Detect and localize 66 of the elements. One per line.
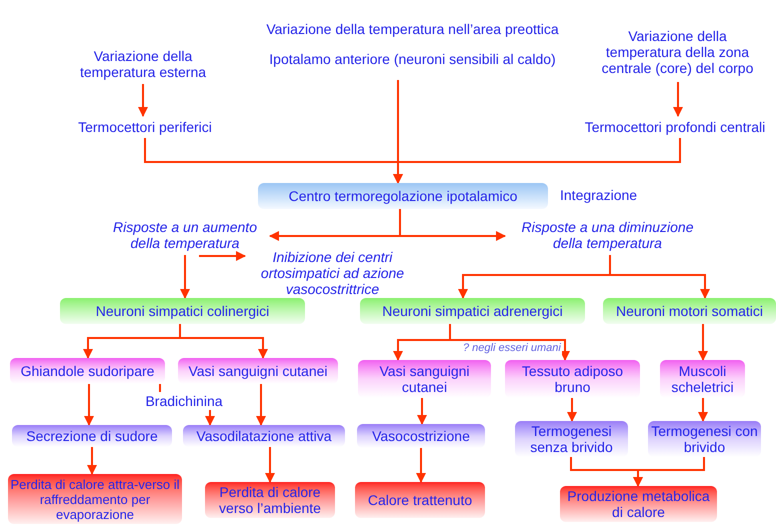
arrow bbox=[698, 398, 708, 422]
node-text: Tessuto adiposo bruno bbox=[520, 363, 624, 395]
arrow bbox=[180, 255, 190, 299]
arrow bbox=[84, 384, 94, 426]
arrow bbox=[609, 255, 710, 299]
node-text: Inibizione dei centri ortosimpatici ad azione vasocostrittrice bbox=[260, 249, 406, 297]
response-box bbox=[12, 425, 172, 447]
edge-label: ? negli esseri umani bbox=[462, 342, 562, 355]
arrow bbox=[417, 398, 427, 425]
node-text: Centro termoregolazione ipotalamico bbox=[288, 188, 518, 204]
effector-box bbox=[178, 358, 338, 384]
node-text: Variazione della temperatura della zona centrale (core) del corpo bbox=[600, 28, 754, 76]
outcome-box bbox=[560, 486, 717, 522]
node-text: Ipotalamo anteriore (neuroni sensibili al caldo) bbox=[269, 51, 556, 67]
node-text: Calore trattenuto bbox=[368, 492, 472, 508]
neuron-box bbox=[603, 298, 776, 324]
arrow bbox=[567, 398, 577, 422]
effector-box bbox=[660, 360, 745, 398]
node-text: Risposte a una diminuzione della temperatura bbox=[520, 219, 694, 251]
node-text: Vasi sanguigni cutanei bbox=[378, 363, 471, 395]
arrow bbox=[256, 384, 266, 426]
arrow bbox=[265, 447, 275, 483]
arrow bbox=[179, 324, 268, 359]
node-text: Bradichinina bbox=[145, 393, 223, 409]
node-text: Risposte a un aumento della temperatura bbox=[112, 219, 258, 251]
arrow bbox=[698, 324, 708, 361]
node-text: Muscoli scheletrici bbox=[670, 363, 735, 395]
node-text: Termocettori profondi centrali bbox=[584, 119, 766, 135]
response-box bbox=[357, 424, 485, 448]
heading-text: Variazione della temperatura nell’area preottica bbox=[266, 21, 559, 37]
arrow bbox=[673, 82, 683, 117]
connector-line bbox=[159, 384, 161, 392]
arrow bbox=[393, 80, 403, 184]
node-text: Perdita di calore attra-verso il raffreddamento per evaporazione bbox=[9, 476, 181, 522]
node-text: Ghiandole sudoripare bbox=[20, 363, 154, 379]
outcome-box bbox=[355, 482, 485, 518]
node-text: Vasi sanguigni cutanei bbox=[188, 363, 328, 379]
arrow bbox=[87, 447, 97, 475]
node-text: Neuroni motori somatici bbox=[616, 303, 764, 319]
arrow bbox=[449, 324, 570, 361]
effector-box bbox=[505, 360, 640, 398]
arrow bbox=[399, 209, 506, 241]
node-text: Vasodilatazione attiva bbox=[196, 428, 332, 444]
side-note: Integrazione bbox=[560, 187, 638, 203]
response-box bbox=[183, 425, 345, 447]
neuron-box bbox=[60, 298, 305, 324]
arrow bbox=[205, 410, 215, 426]
arrow bbox=[416, 448, 426, 483]
node-text: Termogenesi senza brivido bbox=[529, 423, 614, 455]
node-text: Neuroni simpatici adrenergici bbox=[382, 303, 563, 319]
node-text: Secrezione di sudore bbox=[26, 428, 158, 444]
effector-box bbox=[10, 358, 165, 384]
outcome-box bbox=[205, 482, 335, 518]
node-text: Produzione metabolica di calore bbox=[566, 488, 711, 520]
response-box bbox=[515, 421, 628, 457]
effector-box bbox=[358, 360, 491, 398]
node-text: Variazione della temperatura esterna bbox=[78, 48, 208, 80]
node-text: Perdita di calore verso l’ambiente bbox=[218, 484, 322, 516]
node-text: Vasocostrizione bbox=[372, 428, 470, 444]
arrow bbox=[138, 84, 148, 117]
node-text: Neuroni simpatici colinergici bbox=[96, 303, 270, 319]
arrow bbox=[199, 251, 246, 261]
node-text: Termogenesi con brivido bbox=[650, 423, 759, 455]
arrow bbox=[633, 457, 705, 487]
node-text: Termocettori periferici bbox=[78, 119, 212, 135]
neuron-box bbox=[360, 298, 585, 324]
